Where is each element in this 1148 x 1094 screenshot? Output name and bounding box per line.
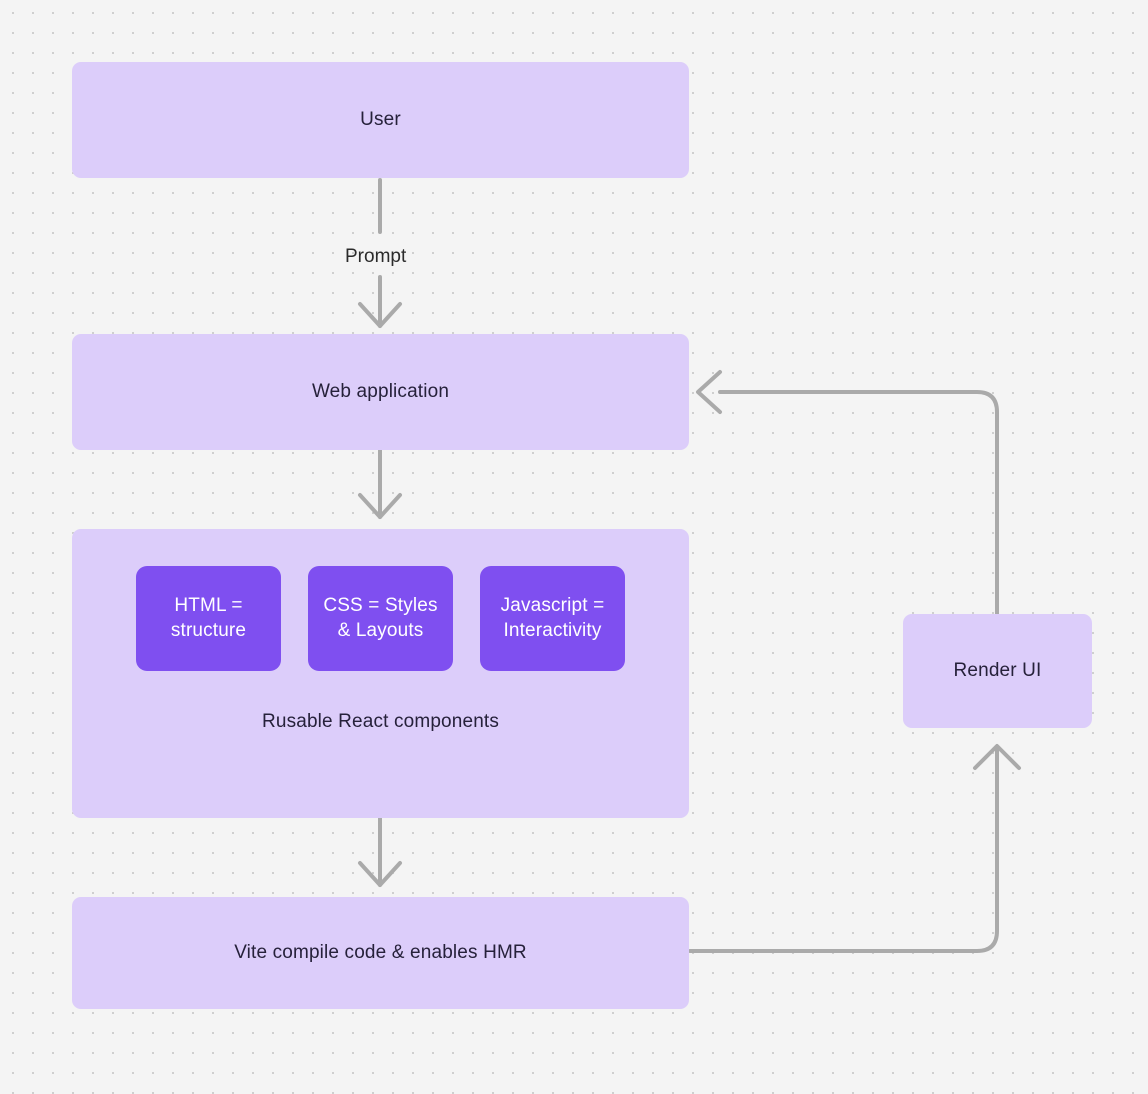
edge-vite-to-render-ui [688, 746, 999, 953]
node-user-label: User [360, 109, 401, 130]
node-javascript[interactable]: Javascript = Interactivity [480, 566, 625, 671]
node-web-application[interactable]: Web application [72, 334, 689, 450]
node-vite[interactable]: Vite compile code & enables HMR [72, 897, 689, 1009]
node-css-label: CSS = Styles & Layouts [323, 595, 438, 641]
arrowhead-prompt-to-web-application [358, 302, 402, 328]
node-css[interactable]: CSS = Styles & Layouts [308, 566, 453, 671]
components-group-caption-wrap: Rusable React components [72, 671, 689, 733]
edge-render-ui-to-web-application [718, 390, 999, 616]
node-components-group[interactable]: HTML = structure CSS = Styles & Layouts … [72, 529, 689, 818]
arrowhead-web-application-to-components [358, 493, 402, 519]
arrowhead-vite-to-render-ui [973, 744, 1021, 770]
node-javascript-label: Javascript = Interactivity [500, 595, 605, 641]
arrowhead-render-ui-to-web-application [696, 370, 722, 414]
node-render-ui-label: Render UI [953, 660, 1042, 681]
node-user[interactable]: User [72, 62, 689, 178]
node-html[interactable]: HTML = structure [136, 566, 281, 671]
components-group-stack: HTML = structure CSS = Styles & Layouts … [72, 529, 689, 733]
node-vite-label: Vite compile code & enables HMR [234, 942, 527, 963]
edge-label-prompt: Prompt [345, 246, 407, 267]
node-components-group-label: Rusable React components [261, 711, 499, 732]
node-web-application-label: Web application [311, 381, 450, 402]
node-render-ui[interactable]: Render UI [903, 614, 1092, 728]
components-row: HTML = structure CSS = Styles & Layouts … [72, 529, 689, 671]
arrowhead-components-to-vite [358, 861, 402, 887]
node-html-label: HTML = structure [170, 595, 247, 641]
